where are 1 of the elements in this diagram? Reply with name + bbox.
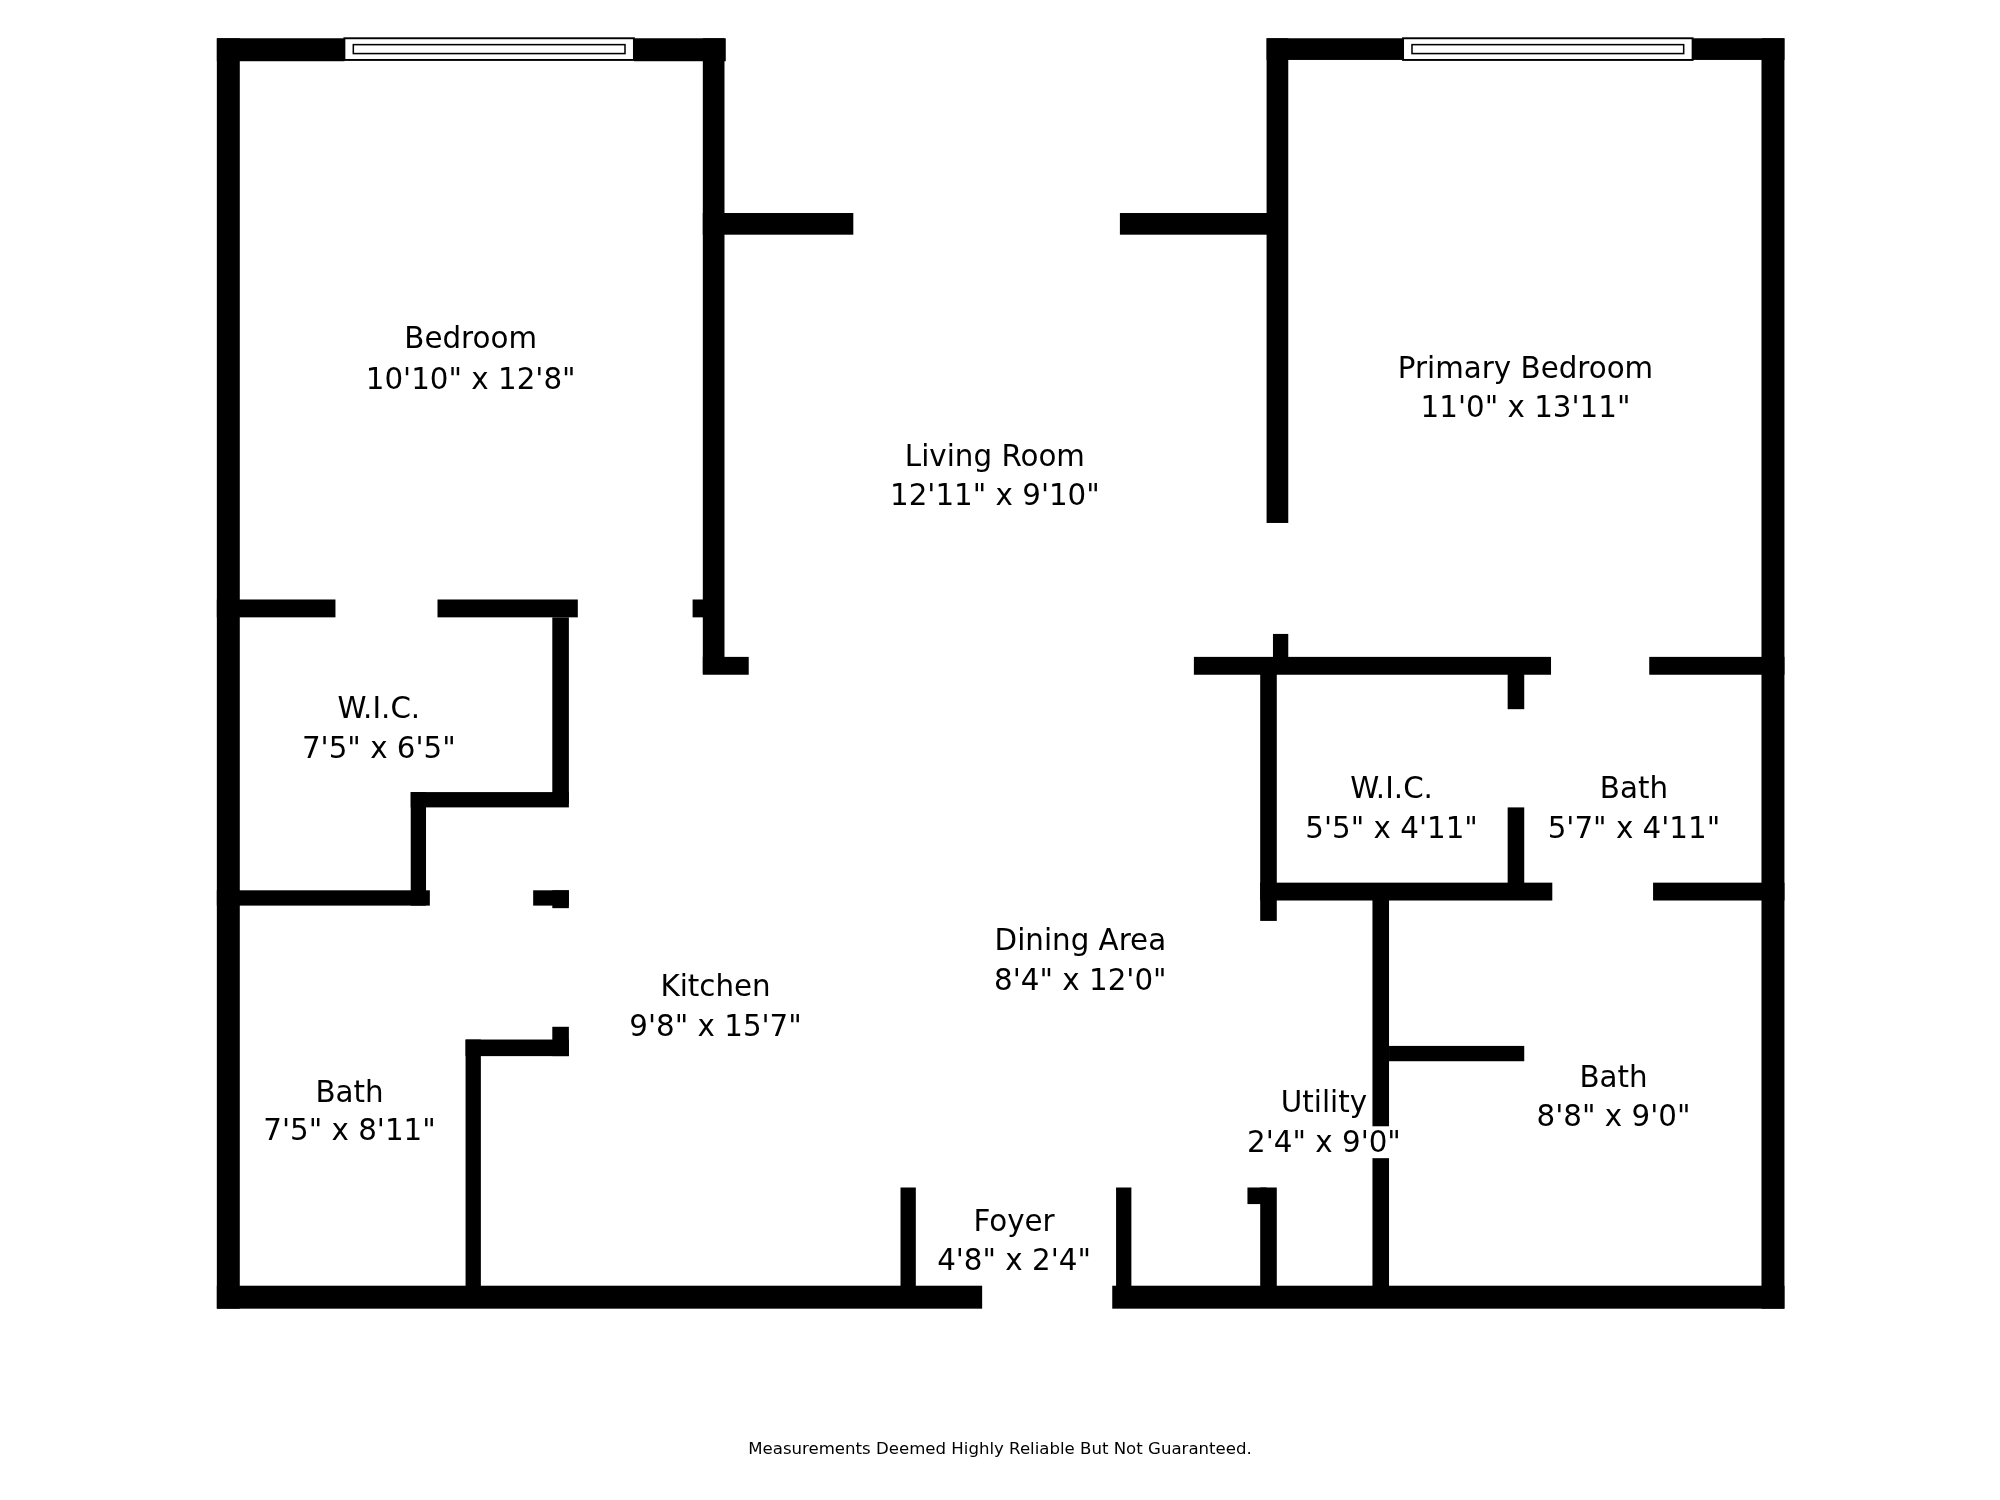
disclaimer-caption: Measurements Deemed Highly Reliable But Not Guaranteed. [748,1438,1252,1458]
